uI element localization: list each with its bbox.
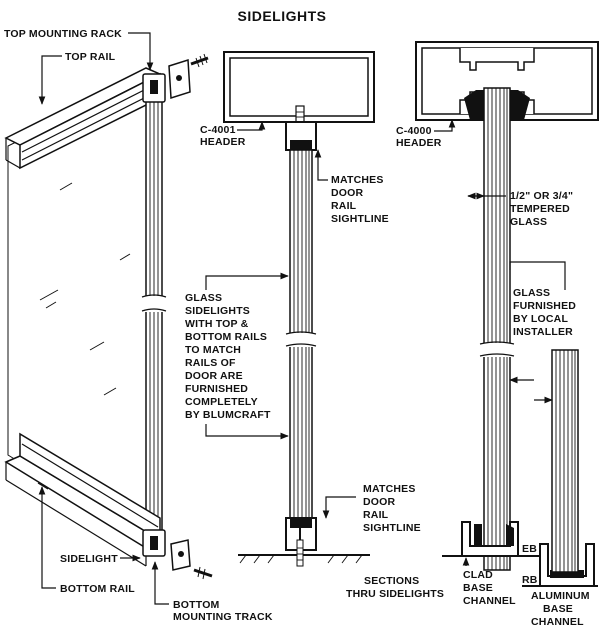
label-glass-local: GLASS FURNISHED BY LOCAL INSTALLER xyxy=(513,287,576,338)
svg-text:CHANNEL: CHANNEL xyxy=(463,595,516,607)
label-aluminum-base: ALUMINUM BASE CHANNEL xyxy=(531,590,590,628)
label-top-mounting-rack: TOP MOUNTING RACK xyxy=(4,28,122,40)
c4000-section xyxy=(415,41,599,587)
svg-text:ALUMINUM: ALUMINUM xyxy=(531,590,590,602)
svg-text:GLASS: GLASS xyxy=(513,287,550,299)
svg-text:MATCHES: MATCHES xyxy=(363,483,416,495)
bottom-mounting-track-graphic xyxy=(142,529,213,580)
top-mounting-rack-graphic xyxy=(142,53,209,103)
label-sections-thru: THRU SIDELIGHTS xyxy=(346,588,444,600)
svg-text:FURNISHED: FURNISHED xyxy=(185,383,248,395)
svg-text:RAILS OF: RAILS OF xyxy=(185,357,236,369)
svg-text:TEMPERED: TEMPERED xyxy=(510,203,570,215)
leader-top-rail xyxy=(38,55,62,105)
label-c4001: C-4001 xyxy=(200,124,236,136)
svg-text:DOOR: DOOR xyxy=(363,496,396,508)
svg-text:COMPLETELY: COMPLETELY xyxy=(185,396,258,408)
svg-text:DOOR: DOOR xyxy=(331,187,364,199)
svg-text:RAIL: RAIL xyxy=(363,509,389,521)
label-rb: RB xyxy=(522,574,538,586)
label-matches-bottom: MATCHES DOOR RAIL SIGHTLINE xyxy=(363,483,421,534)
leader-bottom-rail xyxy=(38,486,56,589)
label-eb: EB xyxy=(522,543,537,555)
label-matches-top: MATCHES DOOR RAIL SIGHTLINE xyxy=(331,174,389,225)
svg-text:INSTALLER: INSTALLER xyxy=(513,326,573,338)
leader-glass-sidelights-bottom xyxy=(205,424,289,440)
svg-text:1/2" OR 3/4": 1/2" OR 3/4" xyxy=(510,190,573,202)
label-bottom-mounting-track-2: MOUNTING TRACK xyxy=(173,611,273,623)
label-glass-sidelights: GLASS SIDELIGHTS WITH TOP & BOTTOM RAILS… xyxy=(185,292,271,421)
svg-text:WITH TOP &: WITH TOP & xyxy=(185,318,249,330)
svg-text:CHANNEL: CHANNEL xyxy=(531,616,584,628)
leader-matches-top xyxy=(314,149,328,181)
svg-text:GLASS: GLASS xyxy=(510,216,547,228)
label-tempered-glass: 1/2" OR 3/4" TEMPERED GLASS xyxy=(510,190,573,228)
leader-matches-bottom xyxy=(322,496,356,519)
svg-text:SIGHTLINE: SIGHTLINE xyxy=(331,213,389,225)
label-c4001-header: HEADER xyxy=(200,136,246,148)
label-c4000-header: HEADER xyxy=(396,137,442,149)
bottom-rail-graphic xyxy=(4,432,162,567)
svg-text:SIGHTLINE: SIGHTLINE xyxy=(363,522,421,534)
svg-text:CLAD: CLAD xyxy=(463,569,493,581)
leader-top-mounting-rack xyxy=(128,32,154,71)
svg-text:BASE: BASE xyxy=(463,582,493,594)
svg-text:MATCHES: MATCHES xyxy=(331,174,384,186)
leader-glass-sidelights-top xyxy=(205,272,289,290)
sidelight-perspective xyxy=(4,53,213,580)
label-bottom-rail: BOTTOM RAIL xyxy=(60,583,135,595)
label-sidelight: SIDELIGHT xyxy=(60,553,118,565)
leader-bottom-mounting-track xyxy=(151,561,169,605)
c4001-section xyxy=(223,51,375,567)
label-clad-base: CLAD BASE CHANNEL xyxy=(463,569,516,607)
svg-text:RAIL: RAIL xyxy=(331,200,357,212)
svg-text:FURNISHED: FURNISHED xyxy=(513,300,576,312)
label-top-rail: TOP RAIL xyxy=(65,51,116,63)
svg-text:SIDELIGHTS: SIDELIGHTS xyxy=(185,305,250,317)
svg-text:GLASS: GLASS xyxy=(185,292,222,304)
svg-text:BY BLUMCRAFT: BY BLUMCRAFT xyxy=(185,409,271,421)
svg-text:BOTTOM RAILS: BOTTOM RAILS xyxy=(185,331,267,343)
svg-text:DOOR ARE: DOOR ARE xyxy=(185,370,243,382)
label-bottom-mounting-track-1: BOTTOM xyxy=(173,599,220,611)
diagram-title: SIDELIGHTS xyxy=(237,8,326,24)
leader-c4001 xyxy=(237,121,266,131)
leader-c4000 xyxy=(434,119,456,132)
svg-text:TO MATCH: TO MATCH xyxy=(185,344,241,356)
label-c4000: C-4000 xyxy=(396,125,432,137)
sidelight-stile xyxy=(141,77,167,541)
svg-text:BASE: BASE xyxy=(543,603,573,615)
svg-text:BY LOCAL: BY LOCAL xyxy=(513,313,568,325)
label-sections: SECTIONS xyxy=(364,575,419,587)
leader-glass-local-bracket xyxy=(509,261,566,290)
